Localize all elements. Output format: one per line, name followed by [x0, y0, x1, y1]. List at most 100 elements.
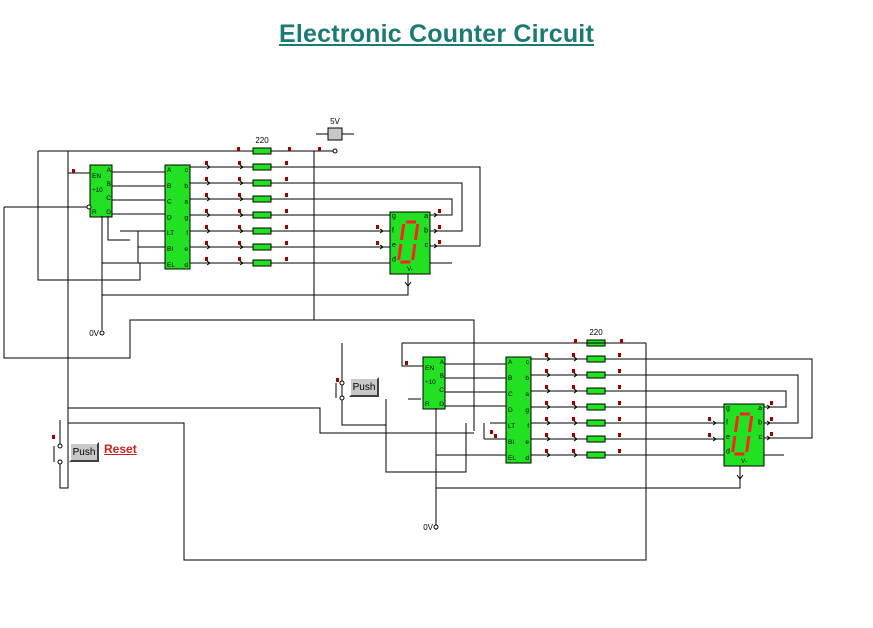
counter-pin-label: B [107, 181, 111, 188]
arrow-marker [546, 388, 551, 394]
segment-line [413, 224, 420, 240]
decoder-pin-label: C [508, 391, 513, 398]
arrow-marker [239, 244, 244, 250]
pin-marker [770, 401, 773, 405]
pin-marker [545, 417, 548, 421]
decoder-pin-label: BI [508, 439, 514, 446]
arrow-marker [206, 212, 211, 218]
arrow-marker [433, 228, 438, 234]
arrow-marker [546, 452, 551, 458]
pin-marker [572, 385, 575, 389]
pin-marker [438, 225, 441, 229]
decoder-pin-label: a [184, 199, 188, 206]
arrow-marker [239, 180, 244, 186]
decoder-chip [164, 164, 191, 270]
display-pin-label: e [726, 434, 730, 441]
page-title: Electronic Counter Circuit [279, 20, 594, 48]
pin-marker [237, 147, 240, 151]
resistor-label: 220 [255, 136, 269, 145]
switch-icon [339, 380, 345, 386]
resistor-label: 220 [589, 328, 603, 337]
decoder-pin-label: d [184, 262, 188, 269]
reset-link[interactable]: Reset [104, 442, 137, 456]
pin-marker [238, 161, 241, 165]
pin-marker [336, 378, 339, 382]
pin-marker [572, 433, 575, 437]
display-pin-label: d [726, 449, 730, 456]
decoder-pin-label: f [186, 230, 188, 237]
decoder-pin-label: g [525, 407, 529, 414]
pin-marker [545, 369, 548, 373]
pin-marker [285, 177, 288, 181]
pin-marker [572, 353, 575, 357]
pin-marker [490, 430, 493, 434]
wire [67, 151, 90, 174]
seven-segment-icon [731, 412, 754, 456]
pin-marker [770, 432, 773, 436]
pin-marker [572, 449, 575, 453]
pin-marker [205, 257, 208, 261]
decoder-pin-label: b [184, 183, 188, 190]
display-pin-label: g [392, 213, 396, 220]
reset-push-button[interactable]: Push [69, 442, 99, 462]
arrow-marker [546, 372, 551, 378]
resistor-icon [252, 147, 272, 155]
counter-pin-label: B [440, 373, 444, 380]
pin-marker [405, 361, 408, 365]
wire [37, 151, 141, 281]
resistor-icon [252, 179, 272, 187]
wire [3, 207, 475, 420]
decoder-pin-label: f [527, 423, 529, 430]
arrow-marker [573, 420, 578, 426]
pin-marker [205, 241, 208, 245]
pin-marker [572, 369, 575, 373]
resistor-icon [252, 211, 272, 219]
supply-label: 5V [330, 117, 340, 126]
arrow-marker [712, 420, 717, 426]
resistor-icon [586, 451, 606, 459]
arrow-marker [546, 356, 551, 362]
counter-pin-label: ÷10 [425, 379, 436, 386]
decoder-pin-label: e [184, 246, 188, 253]
display-pin-label: f [726, 420, 728, 427]
arrow-marker [379, 244, 384, 250]
arrow-marker [766, 435, 771, 441]
resistor-icon [252, 163, 272, 171]
display-pin-label: V- [741, 459, 747, 465]
arrow-marker [206, 244, 211, 250]
decoder-pin-label: e [525, 439, 529, 446]
decoder-pin-label: A [508, 359, 513, 366]
arrow-marker [573, 356, 578, 362]
pin-marker [238, 241, 241, 245]
arrow-marker [206, 196, 211, 202]
pin-marker [318, 147, 321, 151]
inverter-bubble [86, 204, 92, 210]
decoder-pin-label: EL [167, 262, 175, 269]
pin-marker [72, 169, 75, 173]
decoder-pin-label: B [167, 183, 171, 190]
decoder-pin-label: C [167, 199, 172, 206]
wire [314, 166, 481, 247]
count-push-button[interactable]: Push [349, 377, 379, 397]
counter-pin-label: R [425, 401, 430, 408]
arrow-marker [239, 196, 244, 202]
display-pin-label: e [392, 242, 396, 249]
pin-marker [238, 177, 241, 181]
pin-marker [618, 417, 621, 421]
display-pin-label: d [392, 257, 396, 264]
segment-line [745, 436, 751, 452]
arrow-marker [239, 260, 244, 266]
resistor-icon [586, 355, 606, 363]
arrow-marker [433, 243, 438, 249]
resistor-icon [252, 195, 272, 203]
counter-chip [89, 164, 113, 218]
counter-pin-label: C [439, 387, 444, 394]
ground-label: 0V [89, 329, 99, 338]
counter-chip [422, 356, 446, 410]
display-pin-label: a [758, 405, 762, 412]
pin-marker [572, 401, 575, 405]
decoder-pin-label: LT [508, 423, 515, 430]
wire [68, 343, 647, 561]
wire [107, 216, 130, 241]
resistor-icon [586, 435, 606, 443]
